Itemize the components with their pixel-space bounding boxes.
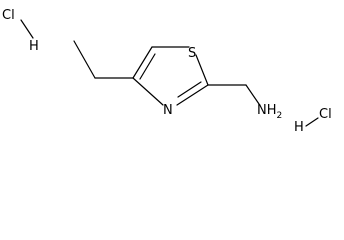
aminomethyl-group: NH2 (207, 84, 282, 121)
h-cl-bond-right (305, 117, 319, 127)
hcl-salt-right: H Cl (294, 107, 332, 135)
chemical-structure-diagram: Cl H S N (2, 8, 332, 135)
amine-subscript-text: 2 (277, 111, 283, 121)
structure-canvas: Cl H S N (2, 8, 332, 135)
h-cl-bond-left (20, 19, 34, 39)
sulfur-atom-label: S (188, 46, 196, 61)
ring-bond-s-c2 (195, 54, 209, 86)
ring-bond-c2-n (176, 84, 209, 106)
hcl-salt-left: Cl H (2, 8, 39, 54)
ring-bond-c4-c5 (132, 46, 153, 79)
amine-nh-text: NH (257, 103, 277, 118)
chlorine-label-left: Cl (2, 8, 15, 23)
hydrogen-label-left: H (29, 39, 39, 54)
ring-bond-n-c4 (132, 77, 164, 106)
thiazole-ring: S N (132, 46, 209, 118)
ring-bond-c4-c5-inner (139, 53, 156, 80)
ch2-n-bond (245, 84, 260, 105)
hydrogen-label-right: H (294, 120, 304, 135)
chlorine-label-right: Cl (319, 107, 332, 122)
amine-label: NH2 (257, 103, 282, 121)
ethyl-group (73, 40, 134, 79)
ethyl-terminal-bond (73, 40, 96, 79)
ring-bond-c2-n-inner (177, 81, 202, 98)
nitrogen-atom-label: N (163, 103, 173, 118)
